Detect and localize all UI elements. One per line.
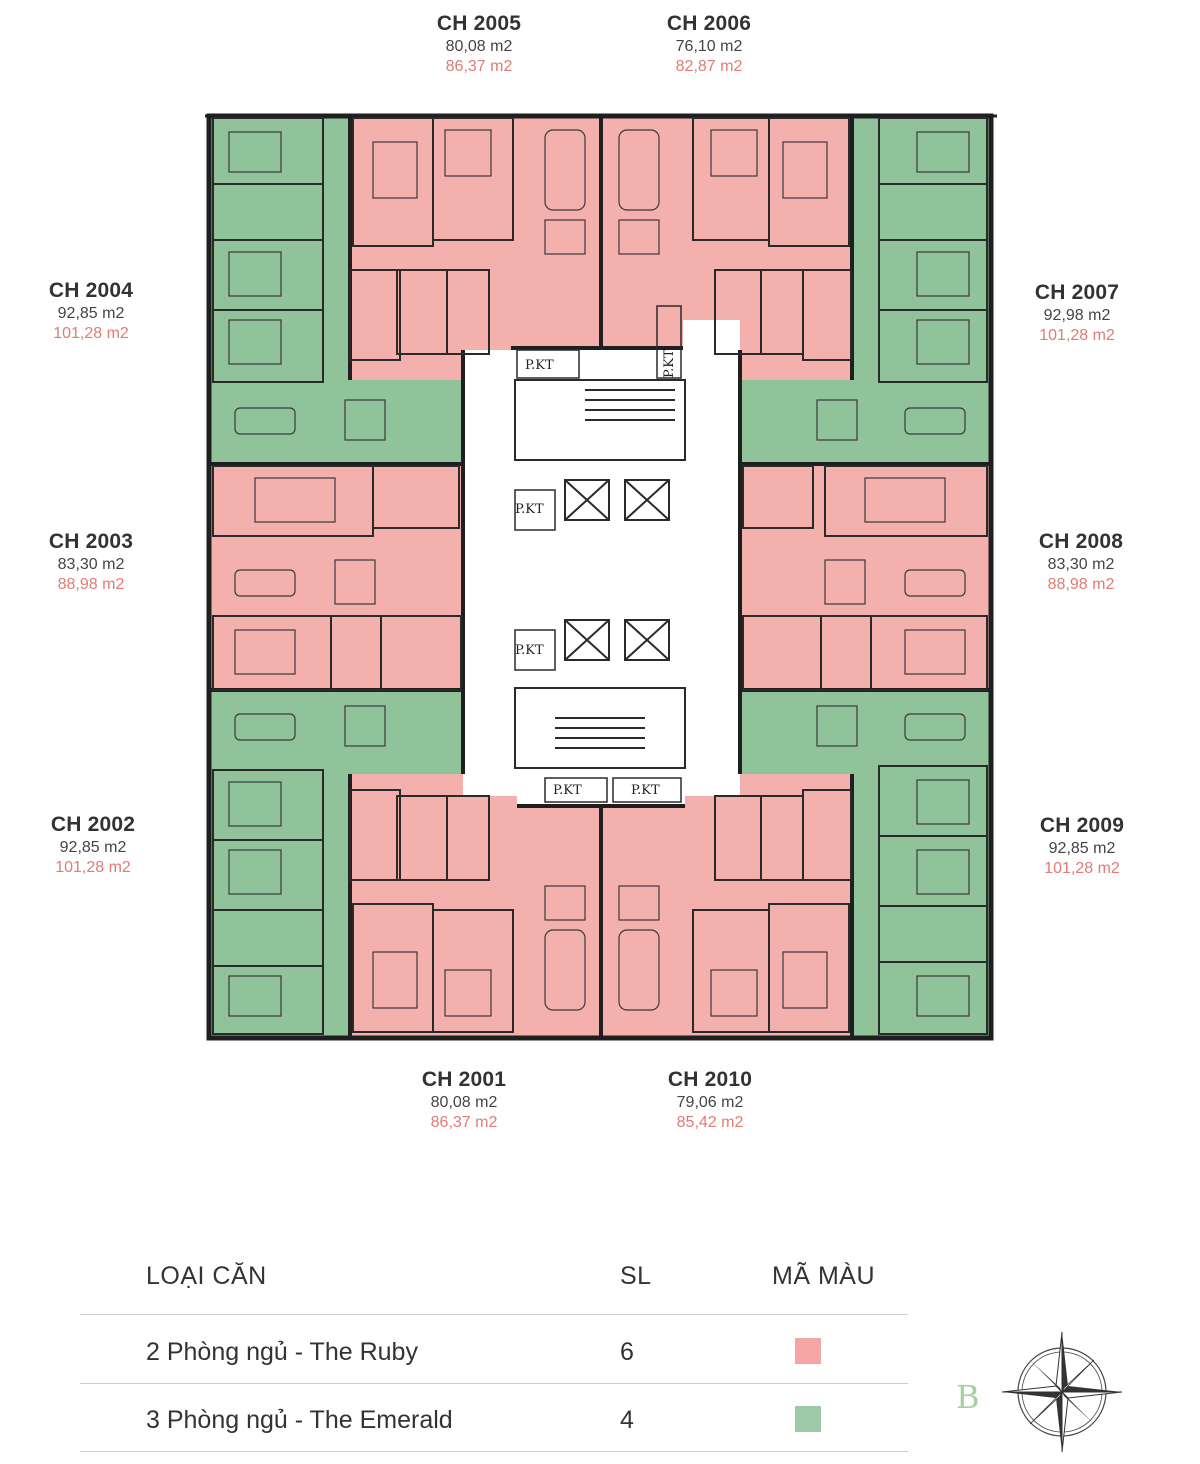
unit-gross-area: 101,28 m2 bbox=[1039, 327, 1115, 344]
core-label-pkt: P.KT bbox=[553, 783, 582, 798]
unit-net-area: 92,85 m2 bbox=[59, 839, 127, 856]
unit-code: CH 2007 bbox=[1034, 281, 1120, 304]
unit-net-area: 92,85 m2 bbox=[1048, 840, 1116, 857]
unit-label-ch2004: CH 2004 92,85 m2 101,28 m2 bbox=[1, 279, 181, 343]
unit-label-ch2003: CH 2003 83,30 m2 88,98 m2 bbox=[1, 530, 181, 594]
unit-gross-area: 86,37 m2 bbox=[445, 58, 513, 75]
legend-divider bbox=[80, 1383, 908, 1384]
unit-area-ch2003 bbox=[209, 464, 463, 690]
unit-area-ch2002 bbox=[209, 690, 463, 1038]
legend-row-count: 4 bbox=[620, 1406, 634, 1434]
core-label-pkt: P.KT bbox=[525, 358, 554, 373]
legend-row-type: 2 Phòng ngủ - The Ruby bbox=[146, 1338, 418, 1366]
unit-code: CH 2006 bbox=[666, 12, 752, 35]
legend-header-count: SL bbox=[620, 1262, 652, 1290]
unit-gross-area: 88,98 m2 bbox=[57, 576, 125, 593]
unit-gross-area: 85,42 m2 bbox=[676, 1114, 744, 1131]
unit-net-area: 92,85 m2 bbox=[57, 305, 125, 322]
legend-row-type: 3 Phòng ngủ - The Emerald bbox=[146, 1406, 453, 1434]
core-structures bbox=[514, 305, 686, 803]
unit-code: CH 2005 bbox=[436, 12, 522, 35]
legend-header-type: LOẠI CĂN bbox=[146, 1262, 267, 1290]
unit-code: CH 2008 bbox=[1038, 530, 1124, 553]
unit-label-ch2008: CH 2008 83,30 m2 88,98 m2 bbox=[991, 530, 1171, 594]
legend-divider bbox=[80, 1314, 908, 1315]
unit-area-ch2007 bbox=[740, 116, 991, 464]
unit-net-area: 83,30 m2 bbox=[1047, 556, 1115, 573]
legend-swatch-emerald bbox=[795, 1406, 821, 1432]
unit-label-ch2010: CH 2010 79,06 m2 85,42 m2 bbox=[620, 1068, 800, 1132]
floor-plan: P.KT P.KT P.KT P.KT P.KT P.KT bbox=[205, 113, 997, 1041]
unit-label-ch2006: CH 2006 76,10 m2 82,87 m2 bbox=[619, 12, 799, 76]
unit-gross-area: 101,28 m2 bbox=[55, 859, 131, 876]
legend-divider bbox=[80, 1451, 908, 1452]
unit-area-ch2005 bbox=[350, 116, 601, 380]
unit-label-ch2001: CH 2001 80,08 m2 86,37 m2 bbox=[374, 1068, 554, 1132]
unit-code: CH 2003 bbox=[48, 530, 134, 553]
unit-area-ch2009 bbox=[740, 690, 991, 1038]
core-label-pkt: P.KT bbox=[515, 502, 544, 517]
core-corridor bbox=[463, 350, 740, 796]
unit-gross-area: 101,28 m2 bbox=[1044, 860, 1120, 877]
core-labels: P.KT P.KT P.KT P.KT P.KT P.KT bbox=[515, 349, 677, 798]
unit-label-ch2002: CH 2002 92,85 m2 101,28 m2 bbox=[3, 813, 183, 877]
legend-header-color: MÃ MÀU bbox=[772, 1262, 875, 1290]
unit-code: CH 2002 bbox=[50, 813, 136, 836]
unit-area-ch2001 bbox=[350, 774, 601, 1038]
interior-partitions bbox=[212, 117, 988, 1035]
unit-gross-area: 88,98 m2 bbox=[1047, 576, 1115, 593]
unit-net-area: 83,30 m2 bbox=[57, 556, 125, 573]
building-letter: B bbox=[956, 1378, 980, 1416]
unit-label-ch2009: CH 2009 92,85 m2 101,28 m2 bbox=[992, 814, 1172, 878]
unit-net-area: 80,08 m2 bbox=[430, 1094, 498, 1111]
legend-row-count: 6 bbox=[620, 1338, 634, 1366]
unit-net-area: 92,98 m2 bbox=[1043, 307, 1111, 324]
unit-gross-area: 86,37 m2 bbox=[430, 1114, 498, 1131]
unit-code: CH 2004 bbox=[48, 279, 134, 302]
unit-gross-area: 82,87 m2 bbox=[675, 58, 743, 75]
unit-gross-area: 101,28 m2 bbox=[53, 325, 129, 342]
unit-code: CH 2001 bbox=[421, 1068, 507, 1091]
unit-label-ch2005: CH 2005 80,08 m2 86,37 m2 bbox=[389, 12, 569, 76]
core-label-pkt: P.KT bbox=[662, 349, 677, 378]
unit-net-area: 76,10 m2 bbox=[675, 38, 743, 55]
unit-net-area: 80,08 m2 bbox=[445, 38, 513, 55]
legend-swatch-ruby bbox=[795, 1338, 821, 1364]
unit-label-ch2007: CH 2007 92,98 m2 101,28 m2 bbox=[987, 281, 1167, 345]
unit-area-ch2004 bbox=[209, 116, 463, 464]
core-label-pkt: P.KT bbox=[515, 643, 544, 658]
unit-code: CH 2009 bbox=[1039, 814, 1125, 837]
unit-areas bbox=[209, 116, 991, 1038]
furniture bbox=[228, 129, 970, 1017]
unit-code: CH 2010 bbox=[667, 1068, 753, 1091]
compass-rose-icon bbox=[1001, 1331, 1123, 1453]
core-label-pkt: P.KT bbox=[631, 783, 660, 798]
unit-area-ch2006 bbox=[601, 116, 852, 380]
unit-net-area: 79,06 m2 bbox=[676, 1094, 744, 1111]
unit-area-ch2010 bbox=[601, 774, 852, 1038]
